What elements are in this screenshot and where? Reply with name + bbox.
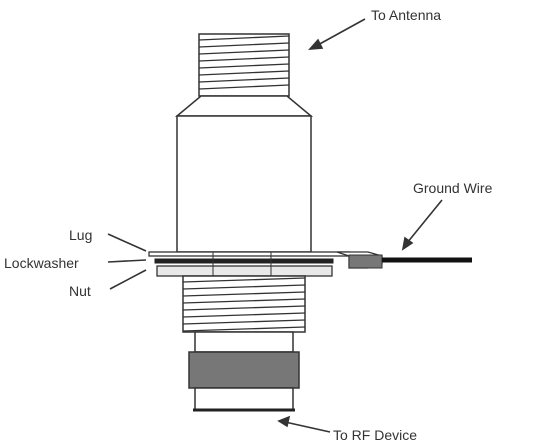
connector-body bbox=[176, 115, 312, 253]
nut bbox=[156, 265, 333, 277]
lug-label: Lug bbox=[69, 227, 93, 243]
to-antenna-arrowhead bbox=[308, 38, 324, 50]
lockwasher-leader bbox=[107, 259, 147, 263]
hex-flat-lines bbox=[212, 252, 272, 266]
knurled-band bbox=[188, 351, 300, 389]
to-rf-device-label: To RF Device bbox=[333, 427, 418, 443]
ground-wire-arrowhead bbox=[401, 236, 414, 251]
bottom-sleeve bbox=[193, 387, 295, 412]
top-threaded-stub bbox=[198, 33, 290, 97]
nut-leader bbox=[109, 269, 147, 290]
lug-leader bbox=[107, 233, 147, 252]
lockwasher-label: Lockwasher bbox=[4, 255, 79, 271]
lockwasher bbox=[154, 258, 334, 264]
lower-neck bbox=[194, 331, 294, 353]
ground-wire bbox=[348, 254, 472, 269]
connector-shoulder bbox=[174, 95, 314, 117]
to-antenna-label: To Antenna bbox=[371, 7, 442, 23]
bottom-threaded-shank bbox=[182, 275, 306, 333]
leader-lines bbox=[107, 18, 443, 433]
ground-wire-label: Ground Wire bbox=[413, 180, 493, 196]
nut-label: Nut bbox=[69, 283, 91, 299]
to-rf-device-arrowhead bbox=[277, 415, 291, 428]
